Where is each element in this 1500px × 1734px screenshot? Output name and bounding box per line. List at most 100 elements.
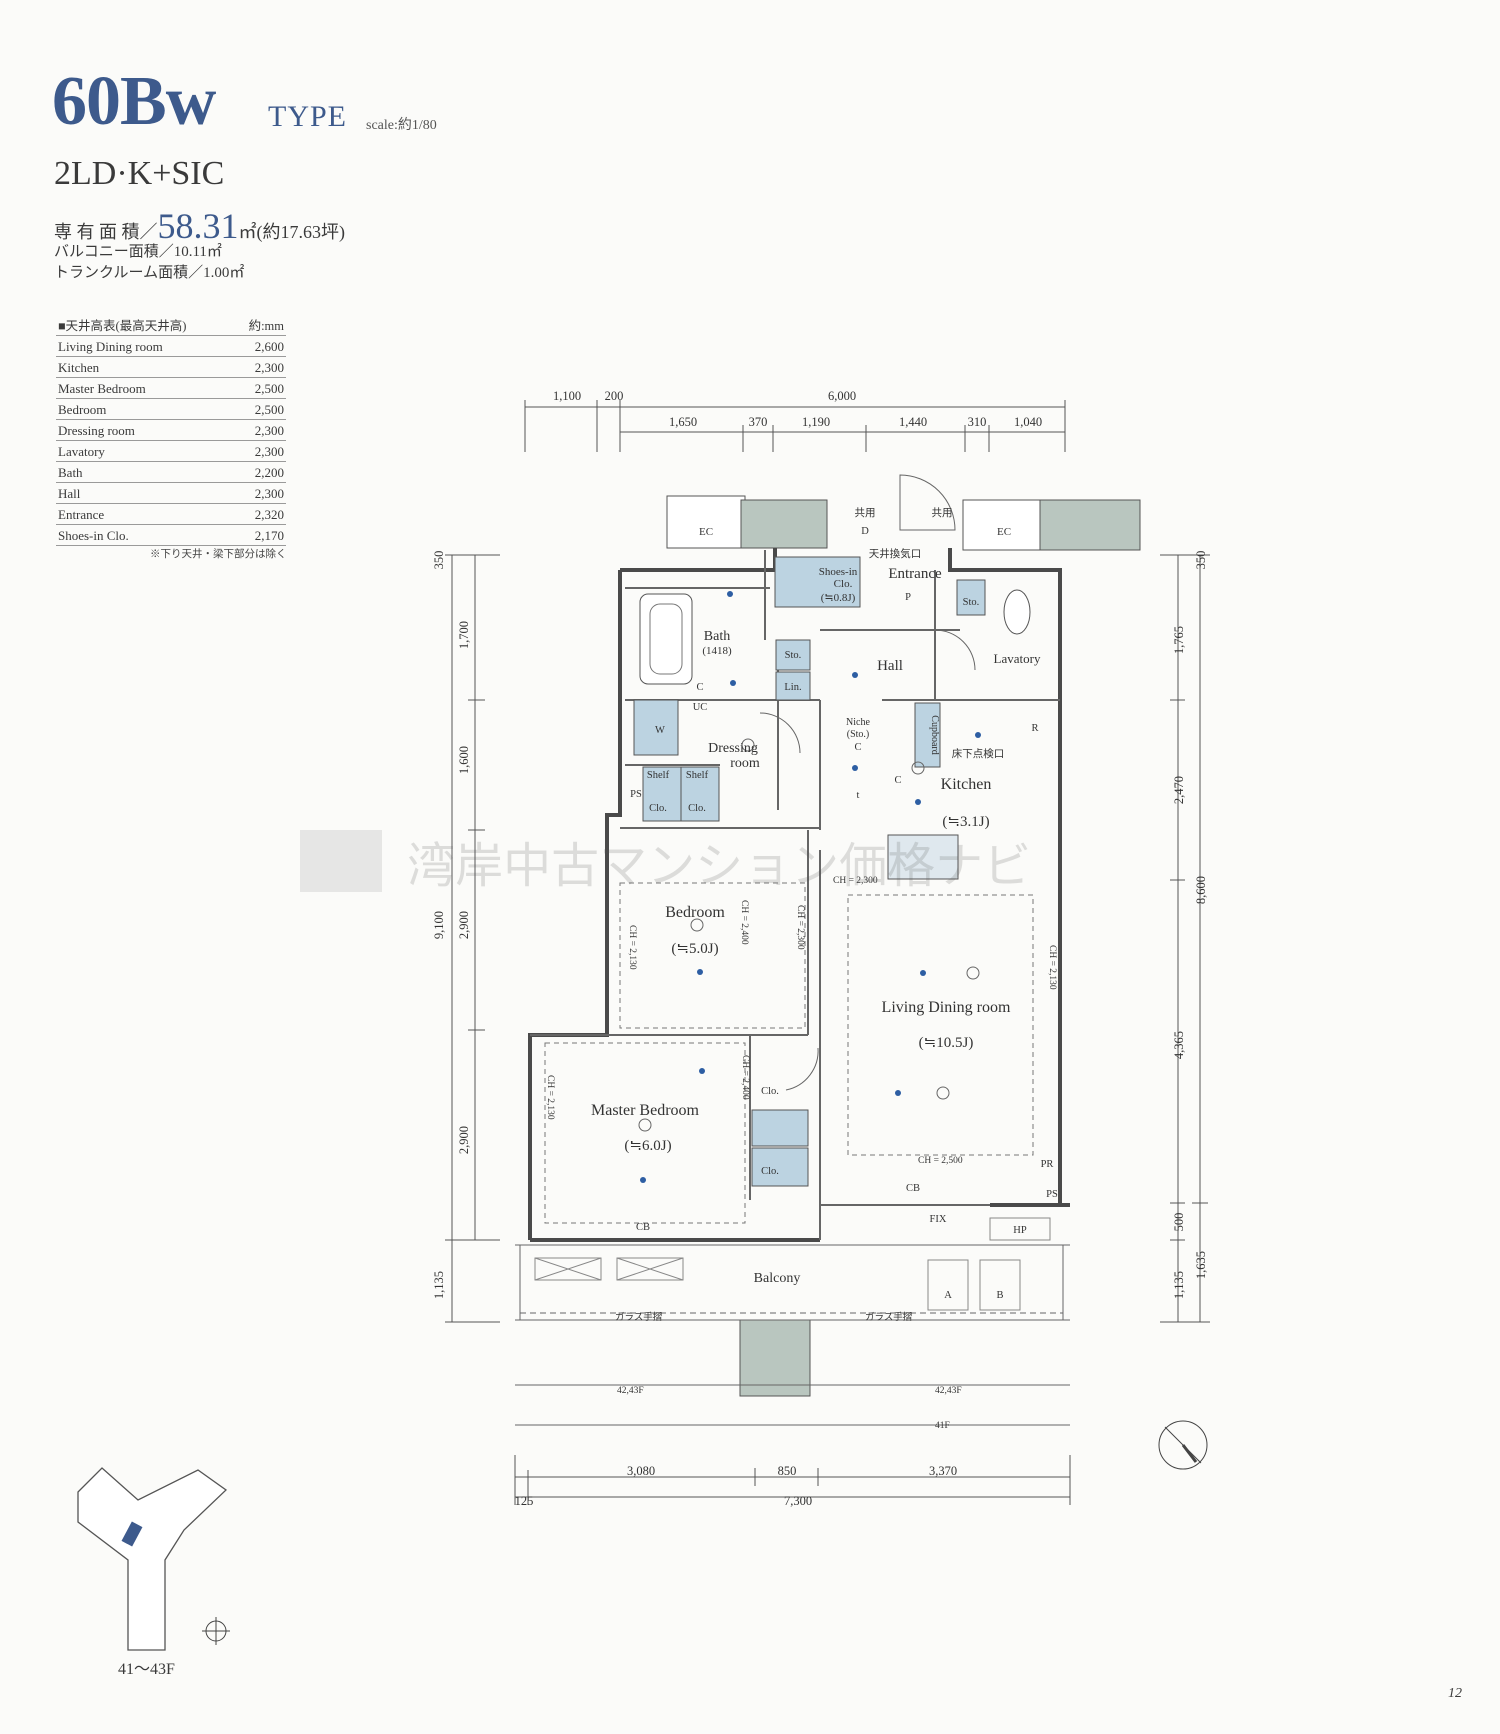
hall-label: Hall bbox=[877, 658, 903, 674]
dim-top-1100: 1,100 bbox=[553, 389, 581, 403]
key-plan bbox=[77, 1467, 228, 1651]
dim-top-1040: 1,040 bbox=[1014, 415, 1042, 429]
master-bedroom-label: Master Bedroom bbox=[591, 1102, 700, 1119]
bedroom-ceiling-outline bbox=[619, 882, 806, 1029]
key-plan-compass-icon bbox=[202, 1617, 230, 1645]
dim-top-1440: 1,440 bbox=[899, 415, 927, 429]
ch-2400-master: CH = 2,400 bbox=[740, 1055, 750, 1100]
sto-label: Sto. bbox=[785, 650, 802, 661]
shoes-in-size: (≒0.8J) bbox=[821, 592, 856, 604]
dim-top-1190: 1,190 bbox=[802, 415, 830, 429]
dim-left-1600: 1,600 bbox=[457, 746, 471, 774]
shelf-label: Shelf bbox=[647, 770, 670, 781]
ceiling-value: 2,170 bbox=[233, 524, 286, 546]
bath-label: Bath bbox=[704, 629, 730, 644]
ceiling-value: 2,500 bbox=[233, 398, 286, 420]
key-plan-unit-marker bbox=[121, 1521, 143, 1547]
niche-label: Niche bbox=[846, 717, 870, 728]
pr-label: PR bbox=[1041, 1159, 1054, 1170]
ch-2400: CH = 2,400 bbox=[739, 900, 749, 945]
scale-label: scale:約1/80 bbox=[366, 118, 437, 133]
dim-right-8600: 8,600 bbox=[1194, 876, 1208, 904]
dim-left-9100: 9,100 bbox=[432, 911, 446, 939]
unit-b-label: B bbox=[996, 1290, 1003, 1301]
floor-4243-label: 42,43F bbox=[935, 1386, 962, 1396]
table-header-row: ■天井高表(最高天井高) 約:mm bbox=[56, 313, 286, 336]
shoes-in-label: Shoes-in bbox=[819, 566, 858, 578]
ch-2130-master: CH = 2,130 bbox=[545, 1075, 555, 1120]
dim-right-2470: 2,470 bbox=[1172, 776, 1186, 804]
dim-left-350: 350 bbox=[432, 551, 446, 570]
ldr-ceiling-outline bbox=[847, 894, 1034, 1156]
key-c: C bbox=[854, 742, 861, 753]
glass-railing-label: ガラス手摺 bbox=[615, 1311, 662, 1323]
room-name: Bath bbox=[56, 461, 234, 483]
dim-bottom-3080: 3,080 bbox=[627, 1464, 655, 1478]
dressing-room-label-2: room bbox=[730, 756, 760, 771]
key-t: t bbox=[857, 790, 860, 801]
unit-a-label: A bbox=[944, 1290, 952, 1301]
ps-label: PS bbox=[630, 789, 642, 800]
kitchen-label: Kitchen bbox=[941, 776, 992, 793]
dim-bottom-125: 125 bbox=[515, 1494, 534, 1508]
ldr-label: Living Dining room bbox=[882, 999, 1011, 1016]
table-note: ※下り天井・梁下部分は除く bbox=[150, 548, 287, 560]
room-name: Shoes-in Clo. bbox=[56, 524, 234, 546]
key-p: P bbox=[905, 592, 911, 603]
ps-label-right: PS bbox=[1046, 1189, 1058, 1200]
dim-right-350: 350 bbox=[1194, 551, 1208, 570]
ch-2130: CH = 2,130 bbox=[627, 925, 637, 970]
toilet-icon bbox=[1003, 589, 1031, 635]
ceiling-value: 2,320 bbox=[233, 503, 286, 525]
shoes-in-closet bbox=[774, 556, 861, 608]
bath-size: (1418) bbox=[702, 645, 732, 657]
dim-bottom-850: 850 bbox=[778, 1464, 797, 1478]
dim-left-2900a: 2,900 bbox=[457, 911, 471, 939]
key-d: D bbox=[861, 526, 869, 537]
dim-top-1650: 1,650 bbox=[669, 415, 697, 429]
floor-41-label: 41F bbox=[935, 1421, 950, 1431]
ceiling-value: 2,300 bbox=[233, 419, 286, 441]
key-plan-building bbox=[77, 1467, 228, 1651]
dim-right-4365: 4,365 bbox=[1172, 1031, 1186, 1059]
wall-block bbox=[1039, 499, 1141, 551]
room-name: Dressing room bbox=[56, 419, 234, 441]
cb-label-master: CB bbox=[636, 1222, 650, 1233]
dim-left-1700: 1,700 bbox=[457, 621, 471, 649]
common-label: 共用 bbox=[855, 507, 876, 519]
key-c: C bbox=[894, 775, 901, 786]
ch-2300: CH = 2,300 bbox=[833, 876, 878, 886]
watermark-logo-icon bbox=[300, 830, 382, 892]
master-closet-upper bbox=[751, 1109, 809, 1147]
trunk-room-area: トランクルーム面積／1.00㎡ bbox=[54, 265, 245, 281]
ec-label: EC bbox=[997, 526, 1011, 538]
table-unit: 約:mm bbox=[233, 313, 286, 336]
ch-2130-ldr: CH = 2,130 bbox=[1047, 945, 1057, 990]
balcony-area: バルコニー面積／10.11㎡ bbox=[54, 244, 222, 260]
watermark-text: 湾岸中古マンション価格ナビ bbox=[407, 838, 1032, 894]
room-name: Master Bedroom bbox=[56, 377, 234, 399]
dim-top-6000: 6,000 bbox=[828, 389, 856, 403]
dim-bottom-7300: 7,300 bbox=[784, 1494, 812, 1508]
closet-left bbox=[642, 766, 682, 822]
washer-label: W bbox=[655, 725, 665, 736]
wall-block bbox=[740, 499, 828, 549]
ceiling-value: 2,600 bbox=[233, 335, 286, 357]
closet-right bbox=[680, 766, 720, 822]
room-name: Hall bbox=[56, 482, 234, 504]
glass-railing-label: ガラス手摺 bbox=[865, 1311, 912, 1323]
room-name: Lavatory bbox=[56, 440, 234, 462]
cupboard bbox=[914, 702, 941, 768]
room-name: Kitchen bbox=[56, 356, 234, 378]
ch-2500: CH = 2,500 bbox=[918, 1156, 963, 1166]
kitchen-size: (≒3.1J) bbox=[942, 814, 989, 830]
